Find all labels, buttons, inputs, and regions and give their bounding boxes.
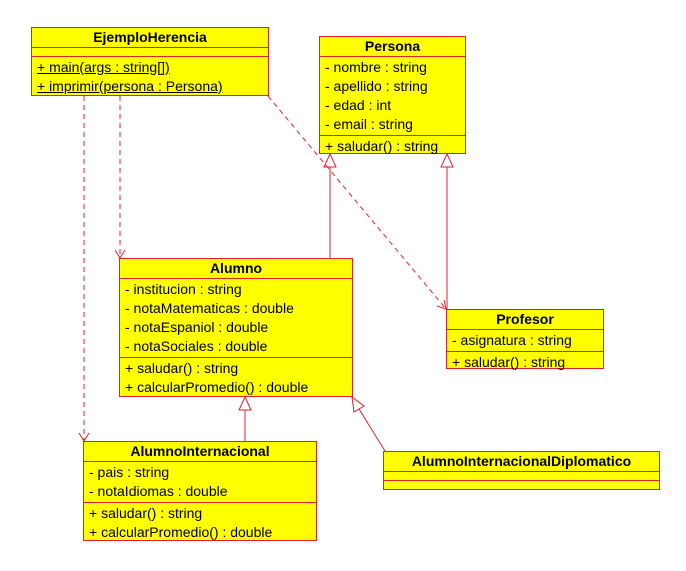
class-name: EjemploHerencia (32, 28, 268, 48)
dependency-arrowhead (436, 299, 447, 310)
class-alumno[interactable]: Alumno - institucion : string - notaMate… (119, 258, 353, 397)
method: + saludar() : string (325, 138, 439, 154)
inheritance-arrowhead (440, 152, 454, 168)
attribute: - edad : int (325, 97, 392, 113)
class-alumnointernacional[interactable]: AlumnoInternacional - pais : string - no… (83, 441, 317, 541)
methods-section: + saludar() : string (447, 352, 603, 373)
attributes-section: - asignatura : string (447, 330, 603, 352)
attribute: - notaEspaniol : double (125, 319, 269, 335)
attributes-section (384, 472, 659, 481)
attribute: - notaIdiomas : double (89, 483, 228, 499)
method: + calcularPromedio() : double (89, 524, 273, 540)
method: + imprimir(persona : Persona) (37, 78, 223, 94)
methods-section: + saludar() : string (320, 136, 465, 157)
inheritance-alumnodip-alumno (358, 408, 386, 452)
attribute: - notaMatematicas : double (125, 300, 294, 316)
attribute: - institucion : string (125, 281, 242, 297)
attributes-section: - nombre : string - apellido : string - … (320, 57, 465, 136)
attributes-section: - pais : string - notaIdiomas : double (84, 462, 316, 503)
methods-section: + saludar() : string + calcularPromedio(… (120, 358, 352, 398)
class-persona[interactable]: Persona - nombre : string - apellido : s… (319, 36, 466, 154)
attribute: - nombre : string (325, 59, 427, 75)
attribute: - asignatura : string (452, 332, 572, 348)
class-ejemploherencia[interactable]: EjemploHerencia + main(args : string[]) … (31, 27, 269, 96)
inheritance-arrowhead (351, 395, 365, 413)
class-name: Profesor (447, 310, 603, 330)
inheritance-arrowhead (323, 152, 337, 168)
method: + saludar() : string (452, 354, 566, 370)
class-name: AlumnoInternacionalDiplomatico (384, 452, 659, 472)
class-name: Alumno (120, 259, 352, 279)
methods-section: + main(args : string[]) + imprimir(perso… (32, 57, 268, 97)
attribute: - email : string (325, 116, 413, 132)
attribute: - pais : string (89, 464, 170, 480)
attributes-section (32, 48, 268, 57)
dependency-to-profesor (267, 95, 447, 310)
inheritance-arrowhead (238, 395, 252, 411)
methods-section (384, 481, 659, 489)
method: + main(args : string[]) (37, 59, 170, 75)
attribute: - apellido : string (325, 78, 428, 94)
class-profesor[interactable]: Profesor - asignatura : string + saludar… (446, 309, 604, 370)
class-alumnointernacionaldiplomatico[interactable]: AlumnoInternacionalDiplomatico (383, 451, 660, 490)
class-name: Persona (320, 37, 465, 57)
method: + saludar() : string (89, 505, 203, 521)
attributes-section: - institucion : string - notaMatematicas… (120, 279, 352, 358)
method: + saludar() : string (125, 360, 239, 376)
attribute: - notaSociales : double (125, 338, 268, 354)
methods-section: + saludar() : string + calcularPromedio(… (84, 503, 316, 543)
class-name: AlumnoInternacional (84, 442, 316, 462)
method: + calcularPromedio() : double (125, 379, 309, 395)
